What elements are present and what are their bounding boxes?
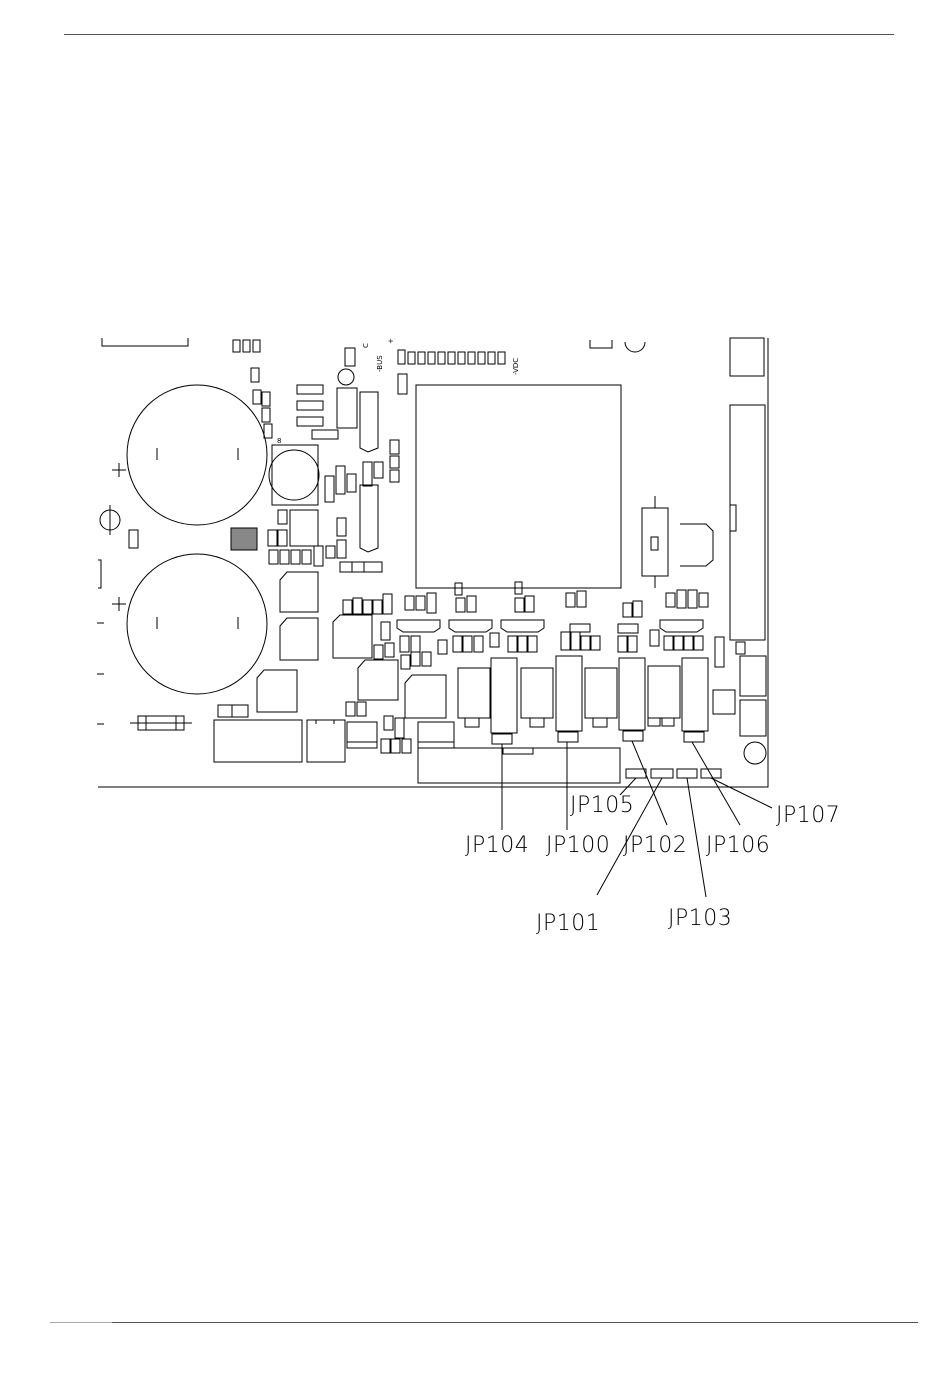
silk-eight: 8 bbox=[277, 437, 281, 445]
component bbox=[129, 530, 138, 548]
leader-jp107 bbox=[711, 778, 772, 808]
jp101-block bbox=[651, 769, 673, 778]
jp105-block bbox=[626, 769, 646, 778]
jp100-pin bbox=[558, 732, 578, 742]
jp103-block bbox=[677, 769, 697, 778]
jp104-housing bbox=[491, 658, 517, 733]
component bbox=[736, 642, 745, 654]
label-jp106: JP106 bbox=[706, 833, 770, 858]
component bbox=[713, 690, 735, 714]
leader-jp102 bbox=[632, 741, 667, 825]
jp106-pin bbox=[684, 732, 704, 742]
bottom-connector bbox=[214, 720, 302, 762]
capacitor-large-bottom bbox=[127, 554, 267, 694]
top-fragment bbox=[590, 340, 612, 348]
silk-c: C bbox=[362, 343, 370, 348]
silk-plus: + bbox=[387, 338, 395, 344]
inductor-coil bbox=[269, 450, 319, 500]
left-dash bbox=[97, 623, 104, 724]
leader-jp103 bbox=[687, 778, 706, 897]
transistor bbox=[338, 369, 354, 385]
right-round-part bbox=[744, 742, 766, 764]
capacitor-large-top bbox=[127, 385, 267, 525]
bottom-header bbox=[418, 748, 620, 783]
jp104-pin bbox=[492, 734, 512, 744]
left-bracket bbox=[98, 560, 101, 588]
component bbox=[715, 637, 724, 667]
silk-vdc: -VDC bbox=[512, 358, 520, 375]
component bbox=[233, 340, 240, 352]
top-circle bbox=[625, 342, 645, 352]
bottom-connector bbox=[307, 720, 345, 762]
right-terminal bbox=[740, 656, 766, 696]
label-jp104: JP104 bbox=[465, 833, 529, 858]
main-module bbox=[416, 385, 621, 588]
plus-mark bbox=[112, 463, 126, 477]
label-jp100: JP100 bbox=[546, 833, 610, 858]
component bbox=[253, 340, 260, 352]
label-jp102: JP102 bbox=[623, 833, 687, 858]
label-jp101: JP101 bbox=[536, 911, 600, 936]
component bbox=[243, 340, 250, 352]
jp106-housing bbox=[682, 658, 708, 731]
plus-mark bbox=[112, 597, 126, 611]
component bbox=[231, 528, 257, 550]
right-header-small bbox=[730, 338, 764, 376]
cap-tick bbox=[157, 448, 238, 629]
label-jp103: JP103 bbox=[668, 906, 732, 931]
jp102-housing bbox=[619, 658, 645, 730]
jp107-block bbox=[701, 769, 721, 778]
jp102-pin bbox=[623, 731, 643, 741]
label-jp105: JP105 bbox=[570, 793, 634, 818]
leader-jp106 bbox=[692, 742, 740, 825]
silk-bus: -BUS bbox=[376, 355, 384, 372]
top-connector bbox=[102, 338, 188, 346]
right-header-tab bbox=[730, 505, 736, 531]
jp100-housing bbox=[556, 656, 582, 731]
relay bbox=[642, 508, 668, 576]
right-header-connector bbox=[730, 405, 765, 640]
label-jp107: JP107 bbox=[776, 803, 840, 828]
inductor-box bbox=[272, 445, 318, 505]
right-terminal bbox=[740, 700, 766, 736]
